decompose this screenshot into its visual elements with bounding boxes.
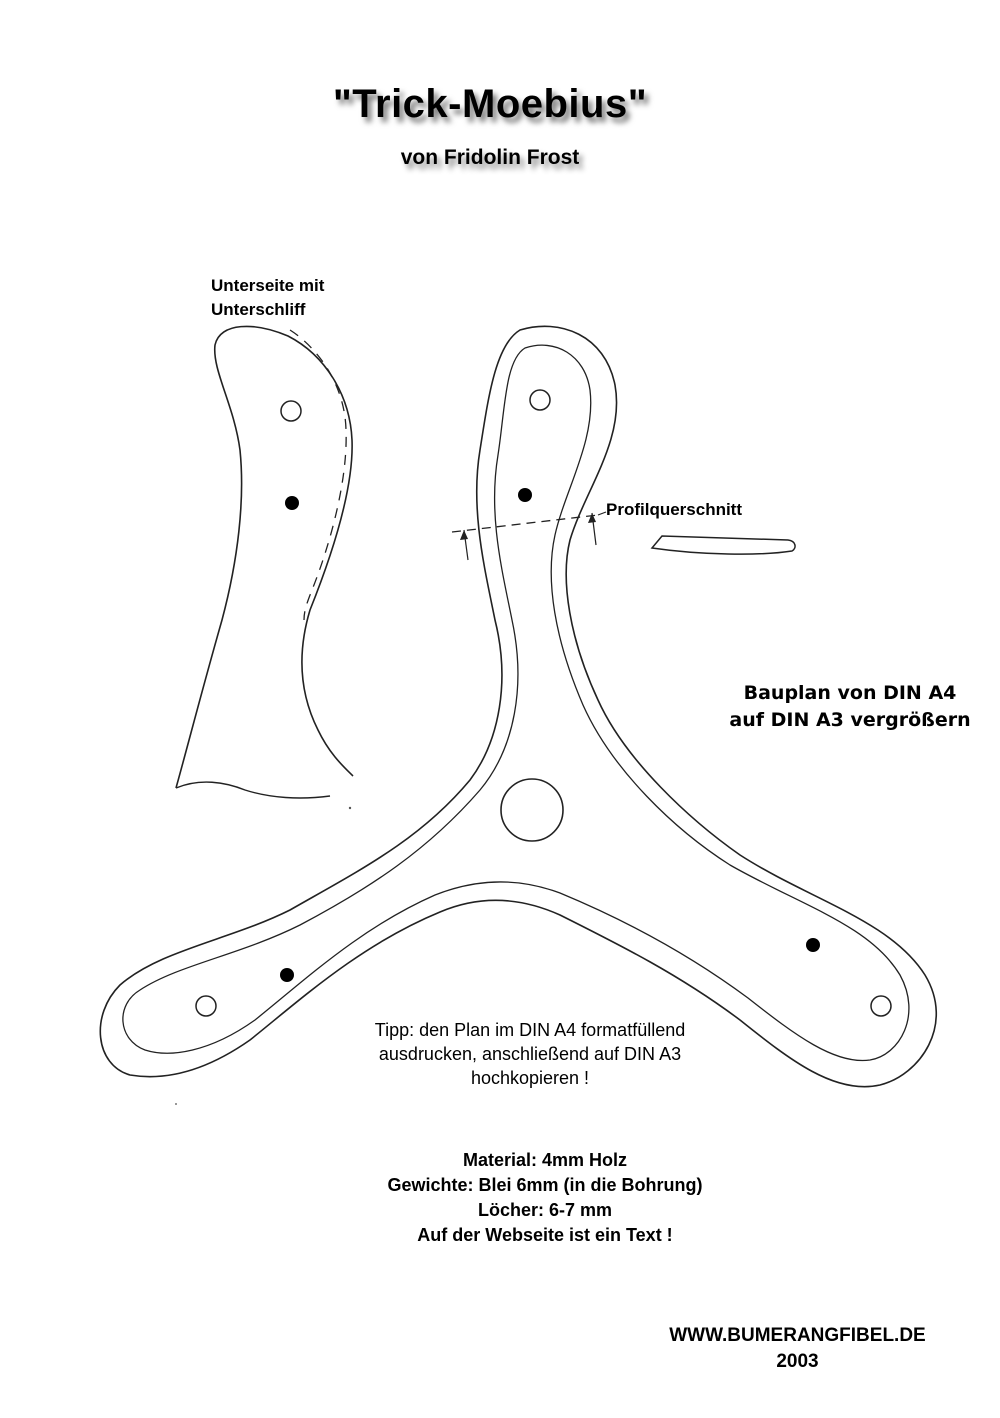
page-title: "Trick-Moebius"	[332, 82, 648, 126]
underside-label-line2: Unterschliff	[211, 300, 306, 319]
footer-year: 2003	[776, 1351, 819, 1372]
scan-speck	[348, 806, 352, 810]
tip-line3: hochkopieren !	[470, 1068, 590, 1088]
top-wing-open-hole	[529, 389, 551, 411]
section-cut-line	[451, 514, 599, 533]
spec-material: Material: 4mm Holz	[462, 1150, 628, 1170]
profile-label: Profilquerschnitt	[606, 500, 743, 519]
section-arrow-right-head	[588, 513, 596, 523]
scaling-note-line1: Bauplan von DIN A4	[743, 682, 957, 704]
underside-label-line1: Unterseite mit	[211, 276, 325, 295]
spec-website-text: Auf der Webseite ist ein Text !	[417, 1225, 673, 1245]
website-url: WWW.BUMERANGFIBEL.DE	[669, 1325, 926, 1346]
section-arrow-left-head	[460, 530, 468, 540]
underside-label: Unterseite mit Unterschliff	[211, 274, 324, 322]
tip-line2: ausdrucken, anschließend auf DIN A3	[378, 1044, 682, 1064]
underside-weight-hole	[285, 496, 299, 510]
scan-speck	[175, 1103, 177, 1105]
boomerang-inner-outline	[122, 344, 910, 1062]
tip-text: Tipp: den Plan im DIN A4 formatfüllend a…	[320, 1018, 740, 1090]
tip-line1: Tipp: den Plan im DIN A4 formatfüllend	[374, 1020, 686, 1040]
profile-label-leader	[597, 511, 607, 516]
left-wing-weight-hole	[280, 968, 294, 982]
left-wing-open-hole	[195, 995, 217, 1017]
right-wing-weight-hole	[806, 938, 820, 952]
profile-cross-section	[650, 535, 796, 555]
scaling-note: Bauplan von DIN A4 auf DIN A3 vergrößern	[700, 680, 1000, 734]
underside-wing-outline	[175, 325, 354, 789]
boomerang-outer-outline	[99, 325, 937, 1088]
author-line: von Fridolin Frost	[400, 146, 580, 169]
center-hole	[500, 778, 564, 842]
underside-open-hole	[280, 400, 302, 422]
right-wing-open-hole	[870, 995, 892, 1017]
spec-weights: Gewichte: Blei 6mm (in die Bohrung)	[387, 1175, 703, 1195]
undercut-line	[289, 329, 347, 621]
underside-wing-bottom-edge	[175, 781, 331, 799]
scaling-note-line2: auf DIN A3 vergrößern	[729, 709, 971, 731]
footer: WWW.BUMERANGFIBEL.DE 2003	[600, 1323, 995, 1375]
spec-holes: Löcher: 6-7 mm	[477, 1200, 613, 1220]
top-wing-weight-hole	[518, 488, 532, 502]
specs-block: Material: 4mm Holz Gewichte: Blei 6mm (i…	[300, 1148, 790, 1248]
